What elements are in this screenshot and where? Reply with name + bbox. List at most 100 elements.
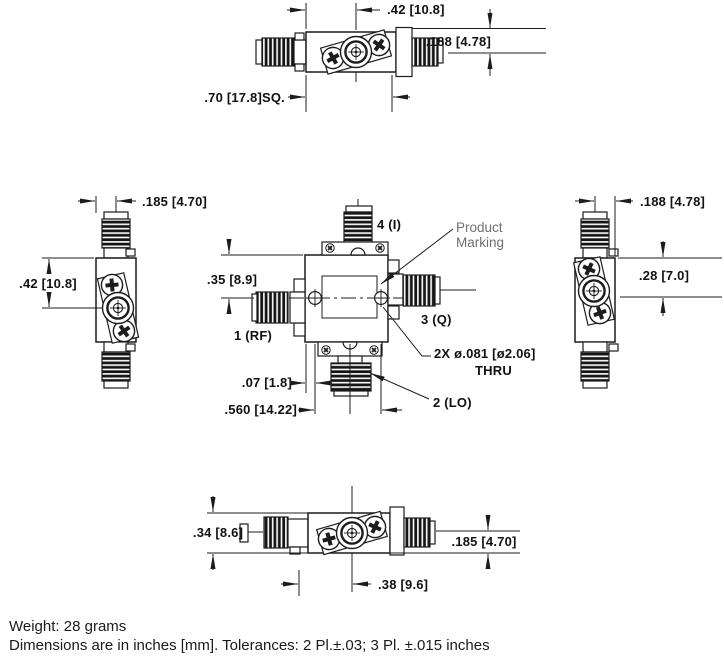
connector-tab bbox=[289, 546, 301, 555]
dim-bottom-height: .34 [8.6] bbox=[193, 496, 308, 570]
dim-front-offset-top: .35 [8.9] bbox=[207, 239, 303, 314]
connector-neck bbox=[103, 247, 129, 259]
connector-tab bbox=[293, 278, 306, 293]
connector-threads bbox=[330, 362, 372, 392]
connector-neck bbox=[103, 341, 129, 353]
connector-cap bbox=[345, 205, 373, 213]
flange-screw bbox=[375, 243, 385, 253]
connector-cap bbox=[239, 523, 249, 543]
connector-threads bbox=[255, 291, 289, 324]
connector-cap bbox=[582, 380, 608, 389]
dim-label: .188 [4.78] bbox=[426, 34, 491, 49]
leader-line bbox=[382, 306, 431, 357]
dim-top-square: .70 [17.8]SQ. bbox=[204, 75, 410, 112]
connector-collar bbox=[387, 273, 404, 306]
leader-arrow bbox=[369, 372, 430, 400]
connector-tab bbox=[125, 248, 136, 257]
connector-cap bbox=[434, 276, 441, 305]
dim-top-width: .42 [10.8] bbox=[287, 2, 445, 17]
view-bottom: .34 [8.6] .185 [4.70] .38 [9.6] bbox=[193, 486, 520, 596]
dim-label: .34 [8.6] bbox=[193, 525, 243, 540]
dim-front-hole-span: .560 [14.22] bbox=[224, 344, 402, 417]
connector-neck bbox=[582, 247, 608, 259]
dim-label: .188 [4.78] bbox=[640, 194, 705, 209]
connector-threads bbox=[101, 351, 131, 382]
connector-cap bbox=[333, 390, 369, 397]
dim-left-height: .42 [10.8] bbox=[19, 257, 103, 309]
dim-label: .560 [14.22] bbox=[224, 402, 297, 417]
connector-collar bbox=[289, 291, 306, 324]
connector-cap bbox=[103, 380, 129, 389]
marking-label-line2: Marking bbox=[456, 235, 504, 250]
flange-notch bbox=[350, 247, 366, 256]
view-top: .42 [10.8] .188 [4.78] .70 [17.8]SQ. bbox=[204, 2, 546, 112]
view-front: 4 (I) 1 (RF) 3 (Q) 2 (LO) Product Markin… bbox=[207, 199, 535, 417]
connector-threads bbox=[402, 274, 436, 307]
connector-flange bbox=[389, 506, 405, 556]
dim-label: .185 [4.70] bbox=[142, 194, 207, 209]
connector-threads bbox=[580, 351, 610, 382]
connector-cap bbox=[103, 211, 129, 220]
callout-product-marking: Product Marking bbox=[380, 220, 504, 285]
center-jack bbox=[101, 291, 135, 325]
connector-cap bbox=[255, 39, 263, 65]
dim-bottom-offset: .185 [4.70] bbox=[390, 515, 520, 569]
connector-threads bbox=[403, 517, 431, 548]
view-left: .185 [4.70] .42 [10.8] bbox=[19, 194, 207, 389]
connector-cap bbox=[429, 520, 436, 545]
connector-neck bbox=[582, 341, 608, 353]
connector-tab bbox=[608, 248, 619, 257]
holes-label-line2: THRU bbox=[475, 363, 512, 378]
connector-collar bbox=[287, 518, 309, 548]
holes-label-line1: 2X ø.081 [ø2.06] bbox=[434, 346, 535, 361]
connector-tab bbox=[608, 343, 619, 352]
center-jack bbox=[339, 35, 373, 69]
connector-flange bbox=[395, 26, 413, 78]
dim-label: .42 [10.8] bbox=[387, 2, 445, 17]
connector-threads bbox=[580, 218, 610, 249]
dim-label: .185 [4.70] bbox=[451, 534, 516, 549]
connector-threads bbox=[101, 218, 131, 249]
center-jack bbox=[577, 274, 611, 308]
flange-screw bbox=[369, 345, 379, 355]
dim-front-hole-edge: .07 [1.8] bbox=[242, 344, 332, 414]
connector-cap bbox=[437, 40, 444, 64]
leader-arrow bbox=[380, 228, 454, 285]
dim-bottom-width: .38 [9.6] bbox=[281, 570, 428, 596]
port-label-lo: 2 (LO) bbox=[433, 395, 472, 410]
center-jack bbox=[335, 516, 369, 550]
connector-tab bbox=[294, 63, 305, 72]
connector-tab bbox=[387, 305, 400, 320]
dim-label: .38 [9.6] bbox=[378, 577, 428, 592]
connector-threads bbox=[343, 211, 373, 243]
dim-top-offset: .188 [4.78] bbox=[412, 9, 546, 76]
view-right: .188 [4.78] .28 [7.0] bbox=[572, 194, 722, 389]
connector-threads bbox=[411, 37, 439, 67]
connector-cap bbox=[582, 211, 608, 220]
dim-label: .35 [8.9] bbox=[207, 272, 257, 287]
notes: Weight: 28 grams Dimensions are in inche… bbox=[9, 618, 490, 654]
connector-cap bbox=[251, 293, 258, 322]
port-label-rf: 1 (RF) bbox=[234, 328, 272, 343]
flange-screw bbox=[321, 345, 331, 355]
dim-label: .42 [10.8] bbox=[19, 276, 77, 291]
connector-threads bbox=[263, 516, 289, 549]
dim-right-height: .28 [7.0] bbox=[618, 241, 722, 316]
connector-neck bbox=[293, 39, 307, 65]
dim-label: .28 [7.0] bbox=[639, 268, 689, 283]
port-label-i: 4 (I) bbox=[377, 217, 401, 232]
weight-note: Weight: 28 grams bbox=[9, 618, 126, 635]
port-label-q: 3 (Q) bbox=[421, 312, 452, 327]
dim-right-offset: .188 [4.78] bbox=[575, 194, 705, 256]
dim-label: .70 [17.8]SQ. bbox=[204, 90, 285, 105]
marking-label-line1: Product bbox=[456, 220, 503, 235]
connector-tab bbox=[125, 343, 136, 352]
dim-label: .07 [1.8] bbox=[242, 375, 292, 390]
flange-screw bbox=[325, 243, 335, 253]
connector-tab bbox=[293, 322, 306, 337]
connector-threads bbox=[261, 37, 295, 67]
tolerance-note: Dimensions are in inches [mm]. Tolerance… bbox=[9, 637, 490, 654]
dim-left-offset: .185 [4.70] bbox=[78, 194, 207, 213]
